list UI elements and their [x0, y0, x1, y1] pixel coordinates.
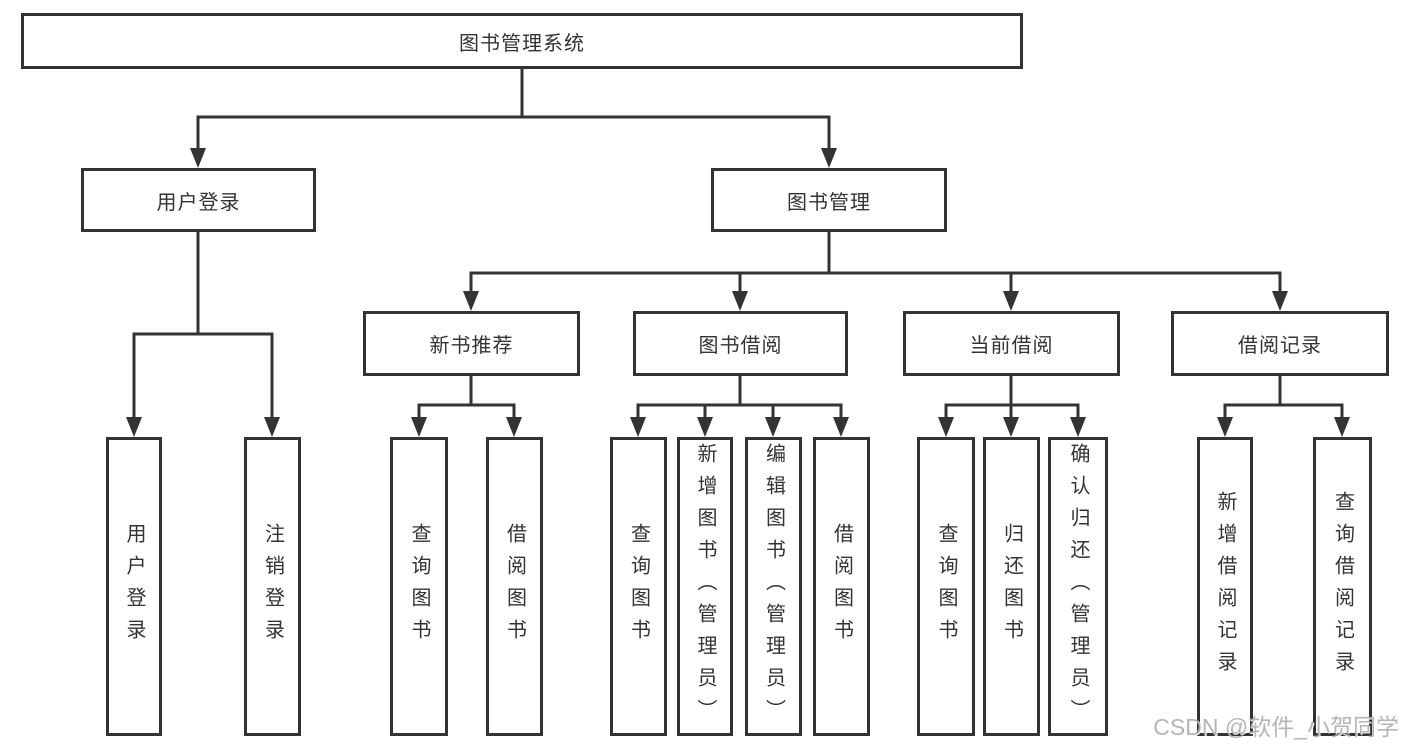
connector-arrow	[821, 148, 837, 168]
connector-arrow	[411, 417, 427, 437]
node-user-login: 用户登录	[81, 168, 316, 232]
connector-arrow	[697, 417, 713, 437]
leaf-return-book: 归还图书	[983, 437, 1040, 736]
connector-arrow	[1272, 291, 1288, 311]
leaf-query-books-current-label: 查询图书	[935, 522, 957, 651]
node-user-login-label: 用户登录	[156, 191, 241, 214]
connector-arrow	[630, 417, 646, 437]
connector-arrow	[765, 417, 781, 437]
leaf-borrow-books-recommend: 借阅图书	[486, 437, 543, 736]
connector-line	[132, 67, 1344, 423]
connector-arrow	[1334, 417, 1350, 437]
leaf-add-borrow-record-label: 新增借阅记录	[1214, 490, 1236, 683]
leaf-query-borrow-record: 查询借阅记录	[1313, 437, 1372, 736]
connector-arrow	[264, 417, 280, 437]
connector-arrow	[190, 148, 206, 168]
leaf-query-books-borrow: 查询图书	[610, 437, 667, 736]
leaf-borrow-books: 借阅图书	[813, 437, 870, 736]
node-root-label: 图书管理系统	[459, 32, 585, 55]
node-borrow-records: 借阅记录	[1171, 311, 1389, 376]
leaf-add-borrow-record: 新增借阅记录	[1197, 437, 1253, 736]
node-new-book-recommend: 新书推荐	[363, 311, 580, 376]
node-new-book-recommend-label: 新书推荐	[429, 335, 514, 357]
leaf-confirm-return-admin-label: 确认归还（管理员）	[1067, 442, 1089, 731]
leaf-query-books-borrow-label: 查询图书	[627, 522, 650, 651]
node-borrow-records-label: 借阅记录	[1238, 335, 1322, 357]
connector-arrow	[1003, 291, 1019, 311]
node-book-management: 图书管理	[711, 168, 947, 232]
leaf-return-book-label: 归还图书	[1000, 522, 1023, 651]
connector-arrow	[463, 291, 479, 311]
connector-arrow	[506, 417, 522, 437]
leaf-add-book-admin: 新增图书（管理员）	[677, 437, 733, 736]
connector-arrow	[1003, 417, 1019, 437]
leaf-edit-book-admin-label: 编辑图书（管理员）	[762, 442, 785, 731]
connector-arrow	[732, 291, 748, 311]
connector-arrow	[833, 417, 849, 437]
leaf-add-book-admin-label: 新增图书（管理员）	[694, 442, 716, 731]
leaf-query-books-recommend-label: 查询图书	[408, 522, 430, 651]
node-book-borrow: 图书借阅	[633, 311, 848, 376]
connector-arrow	[1217, 417, 1233, 437]
leaf-borrow-books-label: 借阅图书	[830, 522, 853, 651]
node-book-management-label: 图书管理	[787, 191, 871, 214]
leaf-edit-book-admin: 编辑图书（管理员）	[745, 437, 802, 736]
leaf-query-books-recommend: 查询图书	[390, 437, 448, 736]
leaf-user-login-label: 用户登录	[123, 522, 145, 651]
leaf-confirm-return-admin: 确认归还（管理员）	[1048, 437, 1108, 736]
leaf-query-borrow-record-label: 查询借阅记录	[1331, 490, 1354, 683]
connector-arrow	[1070, 417, 1086, 437]
leaf-user-login: 用户登录	[106, 437, 162, 736]
leaf-logout: 注销登录	[244, 437, 301, 736]
node-book-borrow-label: 图书借阅	[698, 335, 783, 357]
leaf-borrow-books-recommend-label: 借阅图书	[503, 522, 526, 651]
csdn-watermark: CSDN @软件_小贺同学	[1153, 714, 1399, 740]
node-current-borrow: 当前借阅	[903, 311, 1120, 376]
node-root: 图书管理系统	[21, 13, 1023, 69]
node-current-borrow-label: 当前借阅	[969, 335, 1054, 357]
connector-arrow	[126, 417, 142, 437]
leaf-query-books-current: 查询图书	[917, 437, 975, 736]
leaf-logout-label: 注销登录	[261, 522, 284, 651]
connector-arrow	[938, 417, 954, 437]
